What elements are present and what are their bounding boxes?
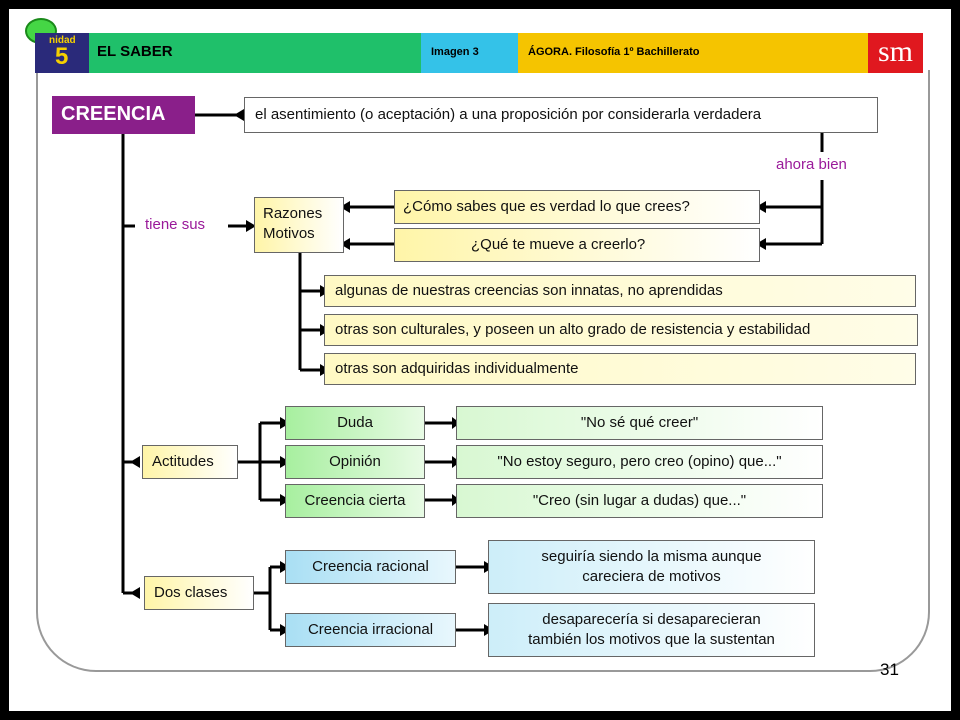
dos-clases-box: Dos clases (144, 576, 254, 610)
image-label: Imagen 3 (421, 33, 518, 73)
page-number: 31 (880, 660, 899, 679)
question-2-box: ¿Qué te mueve a creerlo? (394, 228, 760, 262)
origin-innate-box: algunas de nuestras creencias son innata… (324, 275, 916, 307)
unit-label: nidad (49, 35, 76, 46)
actitud-opinion-box: Opinión (285, 445, 425, 479)
unit-badge: nidad 5 (35, 33, 89, 73)
sm-logo: sm (868, 33, 923, 73)
creencia-racional-box: Creencia racional (285, 550, 456, 584)
definition-box: el asentimiento (o aceptación) a una pro… (244, 97, 878, 133)
origin-individual-box: otras son adquiridas individualmente (324, 353, 916, 385)
unit-number: 5 (55, 43, 69, 70)
actitudes-box: Actitudes (142, 445, 238, 479)
creencia-irracional-box: Creencia irracional (285, 613, 456, 647)
connector-ahora-bien: ahora bien (776, 156, 847, 173)
actitud-creencia-cierta-box: Creencia cierta (285, 484, 425, 518)
racional-desc-box: seguiría siendo la misma aunque carecier… (488, 540, 815, 594)
quote-opinion-box: "No estoy seguro, pero creo (opino) que.… (456, 445, 823, 479)
quote-creencia-cierta-box: "Creo (sin lugar a dudas) que..." (456, 484, 823, 518)
actitud-duda-box: Duda (285, 406, 425, 440)
origin-cultural-box: otras son culturales, y poseen un alto g… (324, 314, 918, 346)
question-1-box: ¿Cómo sabes que es verdad lo que crees? (394, 190, 760, 224)
book-subtitle: ÁGORA. Filosofía 1º Bachillerato (518, 33, 868, 73)
section-title: EL SABER (89, 33, 421, 73)
connector-tiene-sus: tiene sus (145, 216, 206, 233)
razones-motivos-box: Razones Motivos (254, 197, 344, 253)
diagram-title: CREENCIA (52, 96, 195, 134)
quote-duda-box: "No sé qué creer" (456, 406, 823, 440)
irracional-desc-box: desaparecería si desaparecieran también … (488, 603, 815, 657)
